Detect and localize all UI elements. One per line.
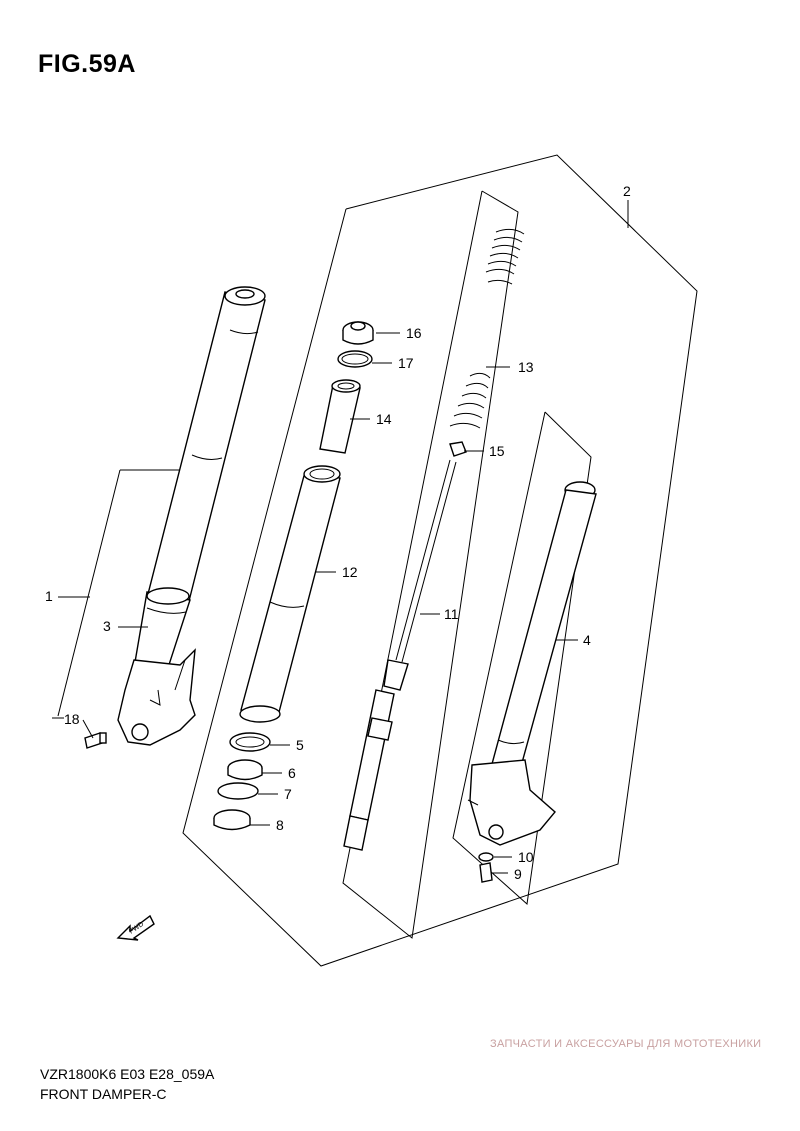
seal-5	[229, 732, 271, 752]
inner-frame	[342, 190, 519, 939]
callout-4: 4	[583, 632, 591, 648]
callout-15: 15	[489, 443, 505, 459]
left-leg-frame-side	[57, 469, 121, 717]
callout-2: 2	[623, 183, 631, 199]
fwd-arrow-icon: FWD	[116, 914, 155, 941]
left-fork-leg	[117, 286, 266, 746]
figure-title: FIG.59A	[38, 50, 136, 78]
callout-18: 18	[64, 711, 80, 727]
model-code: VZR1800K6 E03 E28_059A	[40, 1066, 215, 1082]
cap-bolt-16	[342, 321, 374, 345]
washer-10	[478, 852, 494, 862]
figure-name: FRONT DAMPER-C	[40, 1086, 167, 1102]
callout-10: 10	[518, 849, 534, 865]
callout-12: 12	[342, 564, 358, 580]
callout-14: 14	[376, 411, 392, 427]
bolt-18	[84, 732, 107, 749]
callout-8: 8	[276, 817, 284, 833]
o-ring-17	[337, 350, 373, 368]
callout-13: 13	[518, 359, 534, 375]
right-fork-leg-4	[467, 481, 597, 846]
leaders	[52, 200, 629, 874]
callout-7: 7	[284, 786, 292, 802]
ring-7	[217, 782, 259, 800]
callout-3: 3	[103, 618, 111, 634]
callout-17: 17	[398, 355, 414, 371]
nut-15	[449, 441, 467, 457]
spring-13	[449, 228, 525, 429]
assembly-2-frame	[182, 154, 698, 967]
damper-rod-11	[343, 459, 457, 851]
callout-1: 1	[45, 588, 53, 604]
outer-tube-12	[239, 465, 341, 723]
callout-9: 9	[514, 866, 522, 882]
watermark-logo	[490, 1051, 785, 1091]
bolt-9	[479, 862, 493, 883]
watermark-tagline: ЗАПЧАСТИ И АКСЕССУАРЫ ДЛЯ МОТОТЕХНИКИ	[490, 1038, 762, 1050]
callout-5: 5	[296, 737, 304, 753]
callout-11: 11	[444, 606, 459, 622]
callout-6: 6	[288, 765, 296, 781]
right-leg-frame	[452, 411, 592, 905]
callout-16: 16	[406, 325, 422, 341]
spacer-14	[319, 379, 361, 454]
